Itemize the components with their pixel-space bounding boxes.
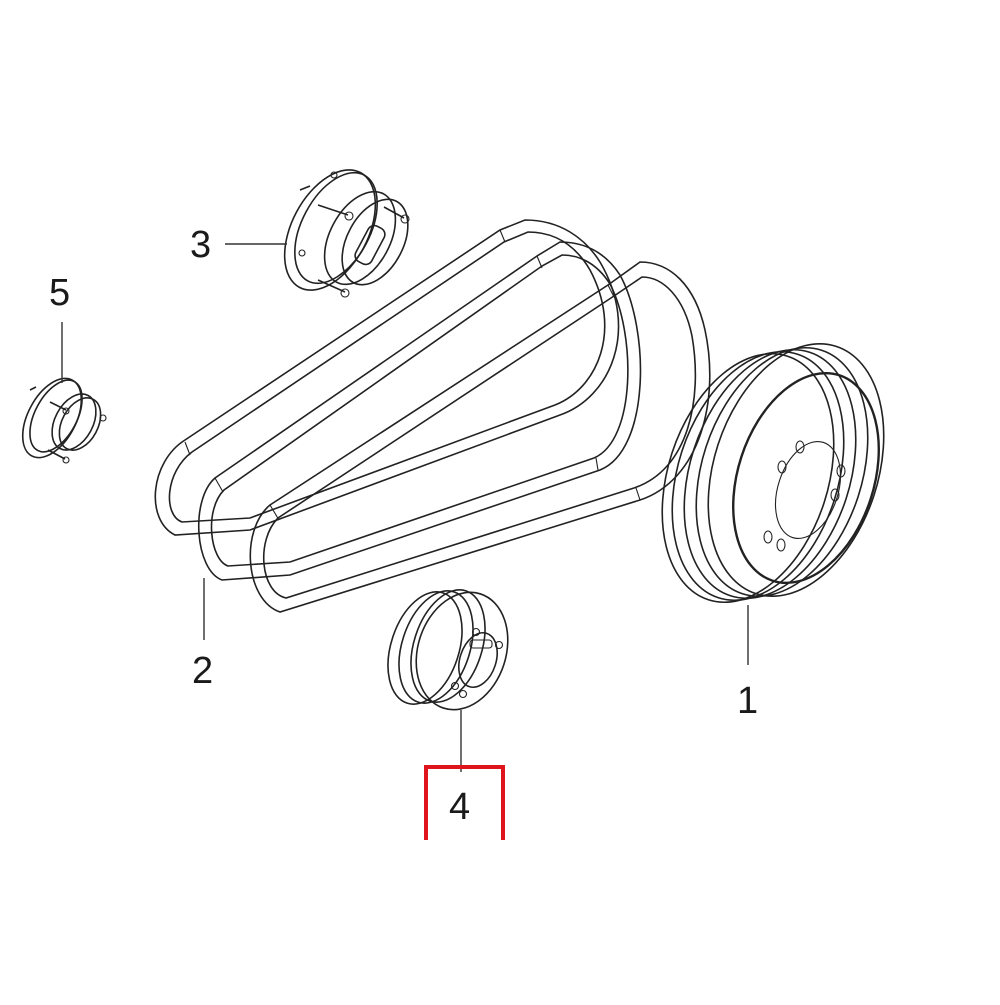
part-3-bushing[interactable] [266,155,421,305]
part-4-small-pulley[interactable] [375,580,523,721]
callout-3: 3 [190,224,212,266]
selection-highlight-bracket [424,765,505,840]
callout-1: 1 [737,680,759,722]
callout-4: 4 [449,786,471,828]
part-1-large-pulley[interactable] [632,321,914,624]
callout-2: 2 [192,650,214,692]
part-5-bushing[interactable] [11,369,109,467]
callout-5: 5 [49,272,71,314]
part-2-vbelts[interactable] [154,219,711,613]
